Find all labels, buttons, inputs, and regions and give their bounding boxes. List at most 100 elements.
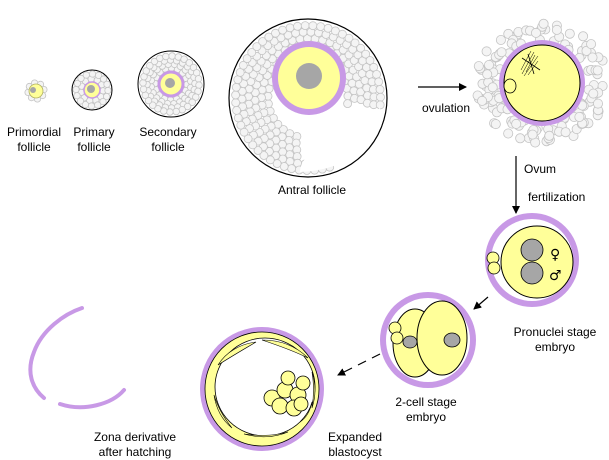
cumulus-cells [472, 18, 608, 148]
granulosa-cell [172, 107, 180, 116]
granulosa-cell [239, 127, 249, 137]
granulosa-cell [192, 93, 200, 101]
granulosa-cell [81, 101, 90, 109]
polar-body [503, 78, 517, 94]
granulosa-cell [156, 54, 164, 62]
pronuclei-embryo: ♀ ♂ [485, 213, 579, 307]
granulosa-cell [103, 93, 111, 101]
cumulus-cell [592, 65, 603, 76]
granulosa-cell [375, 85, 385, 94]
granulosa-cell [238, 60, 248, 70]
granulosa-cell [236, 120, 246, 130]
cumulus-cell [487, 82, 498, 93]
granulosa-cell [376, 92, 385, 102]
antral-nucleus [296, 63, 322, 89]
pronuclei-stage-label: Pronuclei stage embryo [513, 325, 597, 354]
granulosa-cell [278, 25, 288, 35]
female-symbol: ♀ [550, 247, 560, 263]
antral-cavity [300, 104, 381, 172]
granulosa-cell [232, 106, 242, 115]
cumulus-cell [586, 39, 597, 50]
cumulus-cell [574, 112, 585, 123]
cumulus-cell [503, 128, 514, 139]
granulosa-cell [73, 92, 81, 100]
granulosa-cell [272, 159, 282, 169]
granulosa-cell [361, 49, 371, 59]
granulosa-cell [243, 134, 253, 144]
cumulus-cell [587, 52, 598, 63]
cumulus-cell [473, 61, 484, 72]
granulosa-cell [154, 105, 162, 113]
granulosa-cell [247, 48, 257, 57]
granulosa-cell [94, 101, 102, 109]
secondary-follicle-label: Secondary follicle [139, 125, 197, 154]
zona-derivative-arc-lower [58, 388, 126, 410]
two-cell-stage-label: 2-cell stage embryo [395, 395, 457, 424]
granulosa-cell [242, 54, 252, 63]
blastomere-right [416, 300, 468, 376]
cumulus-cell [531, 27, 542, 38]
granulosa-cell [144, 96, 153, 105]
granulosa-cell [337, 29, 347, 39]
granulosa-cell [285, 23, 295, 33]
granulosa-cell [308, 21, 318, 31]
ovulation-label: ovulation [421, 101, 471, 115]
granulosa-cell [72, 85, 80, 94]
granulosa-cell [76, 97, 85, 105]
zona-derivative-arc-upper [28, 306, 84, 400]
cumulus-cell [515, 133, 526, 144]
cumulus-cell [551, 24, 562, 35]
male-pronucleus [520, 261, 544, 285]
granulosa-cell [139, 85, 148, 93]
granulosa-cell [180, 55, 188, 63]
granulosa-cell [100, 75, 108, 83]
primary-follicle-label: Primary follicle [73, 125, 115, 154]
granulosa-cell [323, 23, 333, 33]
two-cell-polar-body-2 [390, 331, 404, 345]
granulosa-cell [88, 70, 97, 78]
cumulus-cell [581, 45, 592, 56]
pronuclei-cytoplasm [500, 225, 574, 299]
cumulus-cell [538, 18, 549, 29]
granulosa-cell [87, 102, 96, 110]
primary-follicle [71, 69, 113, 111]
granulosa-cell [350, 38, 360, 48]
cumulus-cell [495, 35, 506, 46]
cumulus-cell [544, 130, 555, 141]
cumulus-cell [560, 127, 571, 138]
granulosa-cell [194, 75, 203, 83]
male-symbol: ♂ [549, 268, 562, 284]
zona-derivative-label: Zona derivative after hatching [93, 430, 177, 459]
pronuclei-polar-body-2 [487, 261, 501, 275]
granulosa-cell [330, 26, 340, 36]
granulosa-cell [287, 164, 297, 174]
granulosa-cell [183, 102, 192, 111]
granulosa-cell [252, 42, 262, 51]
granulosa-cell [258, 37, 268, 46]
granulosa-cell [185, 59, 193, 67]
cumulus-cell [593, 98, 604, 109]
female-pronucleus [520, 238, 544, 262]
granulosa-cell [166, 108, 174, 116]
granulosa-cell [95, 71, 103, 80]
secondary-follicle [137, 50, 205, 118]
granulosa-cell [316, 22, 326, 32]
cumulus-cell [578, 31, 589, 42]
granulosa-cell [231, 82, 241, 92]
granulosa-cell [142, 67, 150, 75]
cumulus-cell [564, 28, 575, 39]
granulosa-cell [188, 98, 196, 106]
granulosa-cell [264, 32, 274, 42]
antral-follicle-label: Antral follicle [277, 183, 347, 197]
expanded-blastocyst-label: Expanded blastocyst [327, 430, 383, 459]
granulosa-cell [104, 86, 112, 95]
fertilization-label: fertilization [528, 190, 586, 204]
granulosa-cell [233, 113, 243, 123]
cumulus-cell [483, 60, 494, 71]
granulosa-cell [231, 90, 241, 100]
granulosa-cell [365, 56, 375, 65]
granulosa-cell [356, 43, 366, 53]
meiotic-spindle [520, 50, 541, 77]
primordial-follicle [24, 79, 48, 103]
ovum-label: Ovum [524, 162, 557, 176]
